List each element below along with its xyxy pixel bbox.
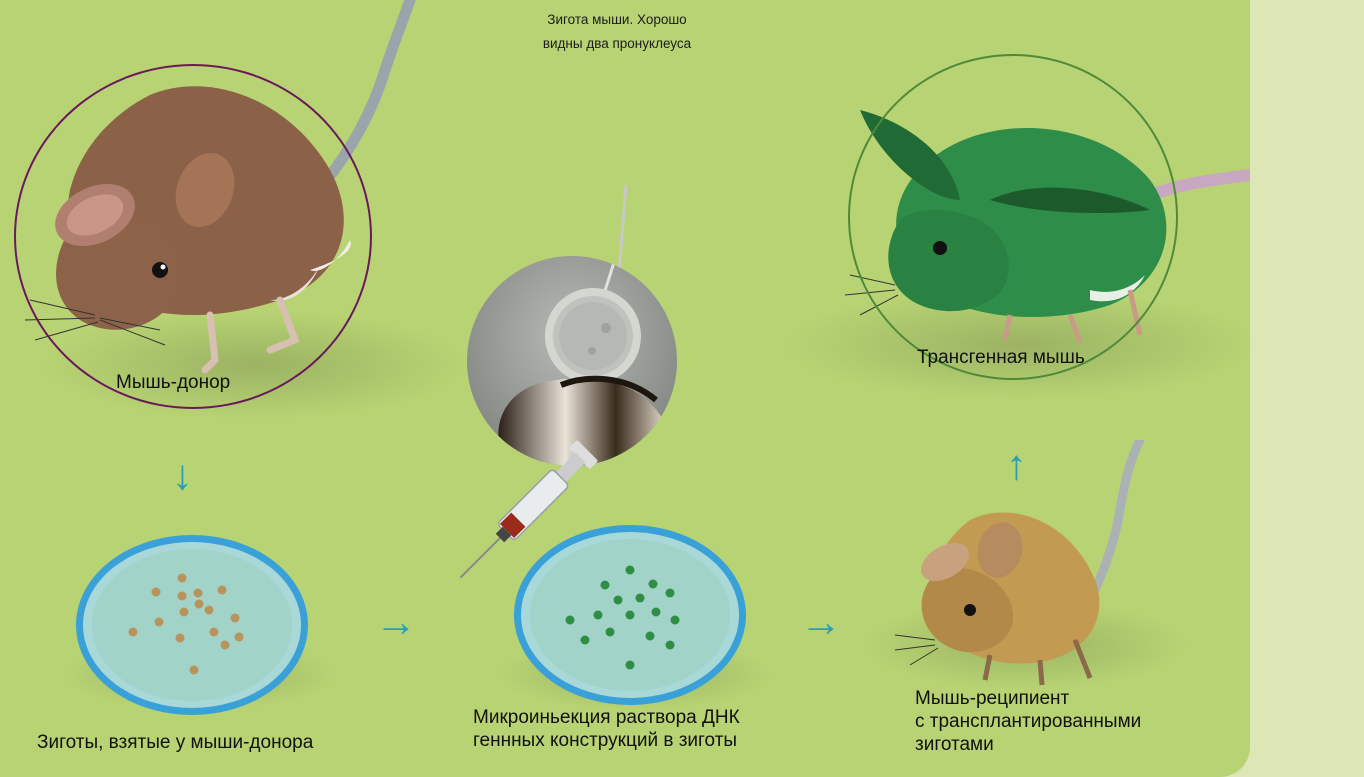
recipient-mouse-illustration	[890, 440, 1170, 690]
arrow-up: ↑	[1006, 444, 1027, 486]
donor-mouse-circle	[14, 64, 372, 409]
petri-dish-green-zygotes	[510, 520, 750, 710]
microinjection-line-2: геннных конструкций в зиготы	[473, 729, 740, 752]
microscope-caption-line-2: видны два пронуклеуса	[497, 32, 737, 56]
side-margin	[1250, 0, 1364, 777]
zygotes-from-donor-label: Зиготы, взятые у мыши-донора	[37, 731, 313, 754]
recipient-mouse-label: Мышь-реципиент с трансплантированными зи…	[915, 687, 1141, 756]
microscope-caption-line-1: Зигота мыши. Хорошо	[497, 8, 737, 32]
recipient-line-1: Мышь-реципиент	[915, 687, 1141, 710]
recipient-line-3: зиготами	[915, 733, 1141, 756]
petri-dish-brown-zygotes	[72, 530, 312, 720]
microinjection-line-1: Микроиньекция раствора ДНК	[473, 706, 740, 729]
arrow-right-2: →	[800, 601, 842, 643]
donor-mouse-label: Мышь-донор	[116, 371, 230, 394]
microscope-caption: Зигота мыши. Хорошо видны два пронуклеус…	[497, 8, 737, 56]
recipient-line-2: с трансплантированными	[915, 710, 1141, 733]
transgenic-mouse-circle	[848, 54, 1178, 380]
diagram-panel: Мышь-донор ↓ Зиготы, взятые у мыши-донор…	[0, 0, 1250, 777]
arrow-down: ↓	[172, 454, 193, 496]
zygote-microscope-photo	[466, 185, 678, 467]
transgenic-mouse-label: Трансгенная мышь	[917, 346, 1085, 369]
arrow-right-1: →	[375, 601, 417, 643]
microinjection-label: Микроиньекция раствора ДНК геннных конст…	[473, 706, 740, 752]
